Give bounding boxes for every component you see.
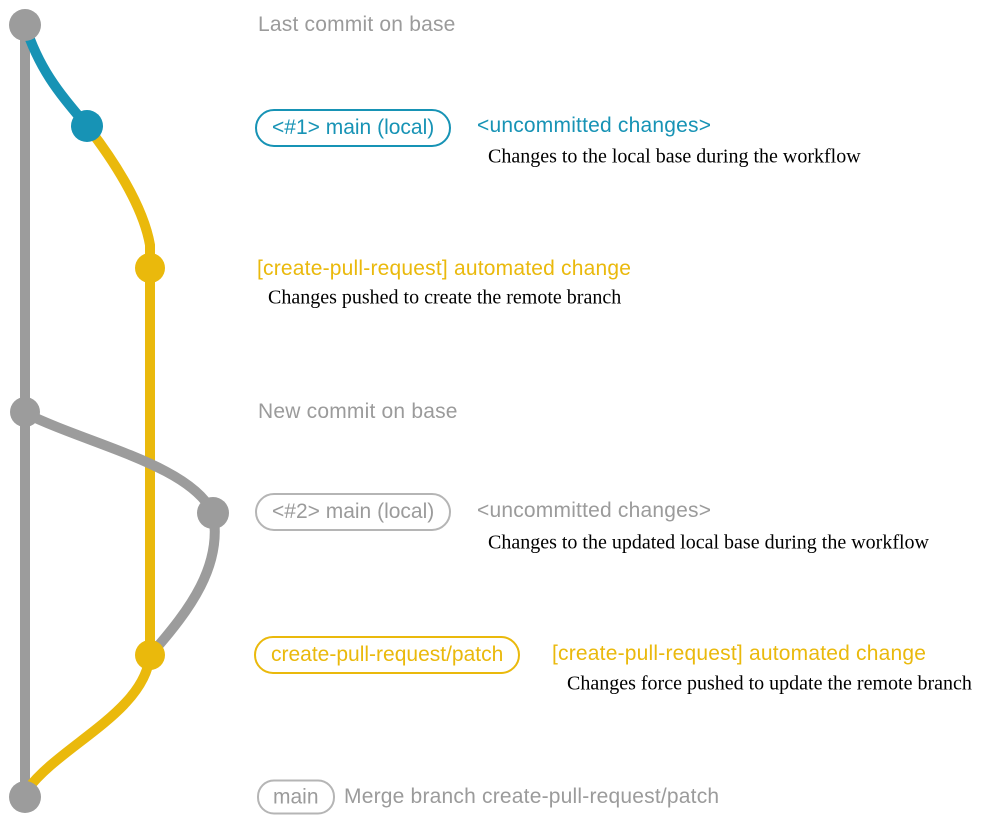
label-new-commit-on-base: New commit on base	[258, 400, 458, 423]
annotation-updated-local-base-changes: Changes to the updated local base during…	[488, 531, 929, 554]
branch-graph	[9, 9, 229, 813]
commit-dot-main-local-1	[71, 110, 103, 142]
main-local-2-branch-curve-in	[147, 508, 220, 658]
commit-message-uncommitted-1: <uncommitted changes>	[477, 114, 712, 137]
commit-message-merge: Merge branch create-pull-request/patch	[344, 785, 720, 808]
label-last-commit-on-base: Last commit on base	[258, 13, 456, 36]
commit-dot-last-base	[9, 9, 41, 41]
main-local-2-branch-curve-out	[20, 408, 218, 518]
branch-tag-main-local-1: <#1> main (local)	[255, 109, 452, 147]
annotation-force-pushed-update-branch: Changes force pushed to update the remot…	[567, 672, 972, 695]
commit-dot-merge	[9, 781, 41, 813]
annotation-pushed-create-branch: Changes pushed to create the remote bran…	[268, 286, 622, 309]
commit-dot-automated-change-1	[135, 253, 165, 283]
main-local-1-branch-curve	[20, 20, 92, 131]
branch-tag-main: main	[257, 779, 335, 815]
commit-dot-main-local-2	[197, 497, 229, 529]
commit-dot-new-base	[10, 397, 40, 427]
commit-message-automated-change-1: [create-pull-request] automated change	[257, 257, 632, 280]
commit-dot-automated-change-2	[135, 640, 165, 670]
branch-tag-create-pull-request-patch: create-pull-request/patch	[254, 636, 521, 674]
annotation-local-base-changes: Changes to the local base during the wor…	[488, 145, 861, 168]
branch-tag-main-local-2: <#2> main (local)	[255, 493, 452, 531]
commit-message-uncommitted-2: <uncommitted changes>	[477, 499, 712, 522]
commit-message-automated-change-2: [create-pull-request] automated change	[552, 642, 927, 665]
